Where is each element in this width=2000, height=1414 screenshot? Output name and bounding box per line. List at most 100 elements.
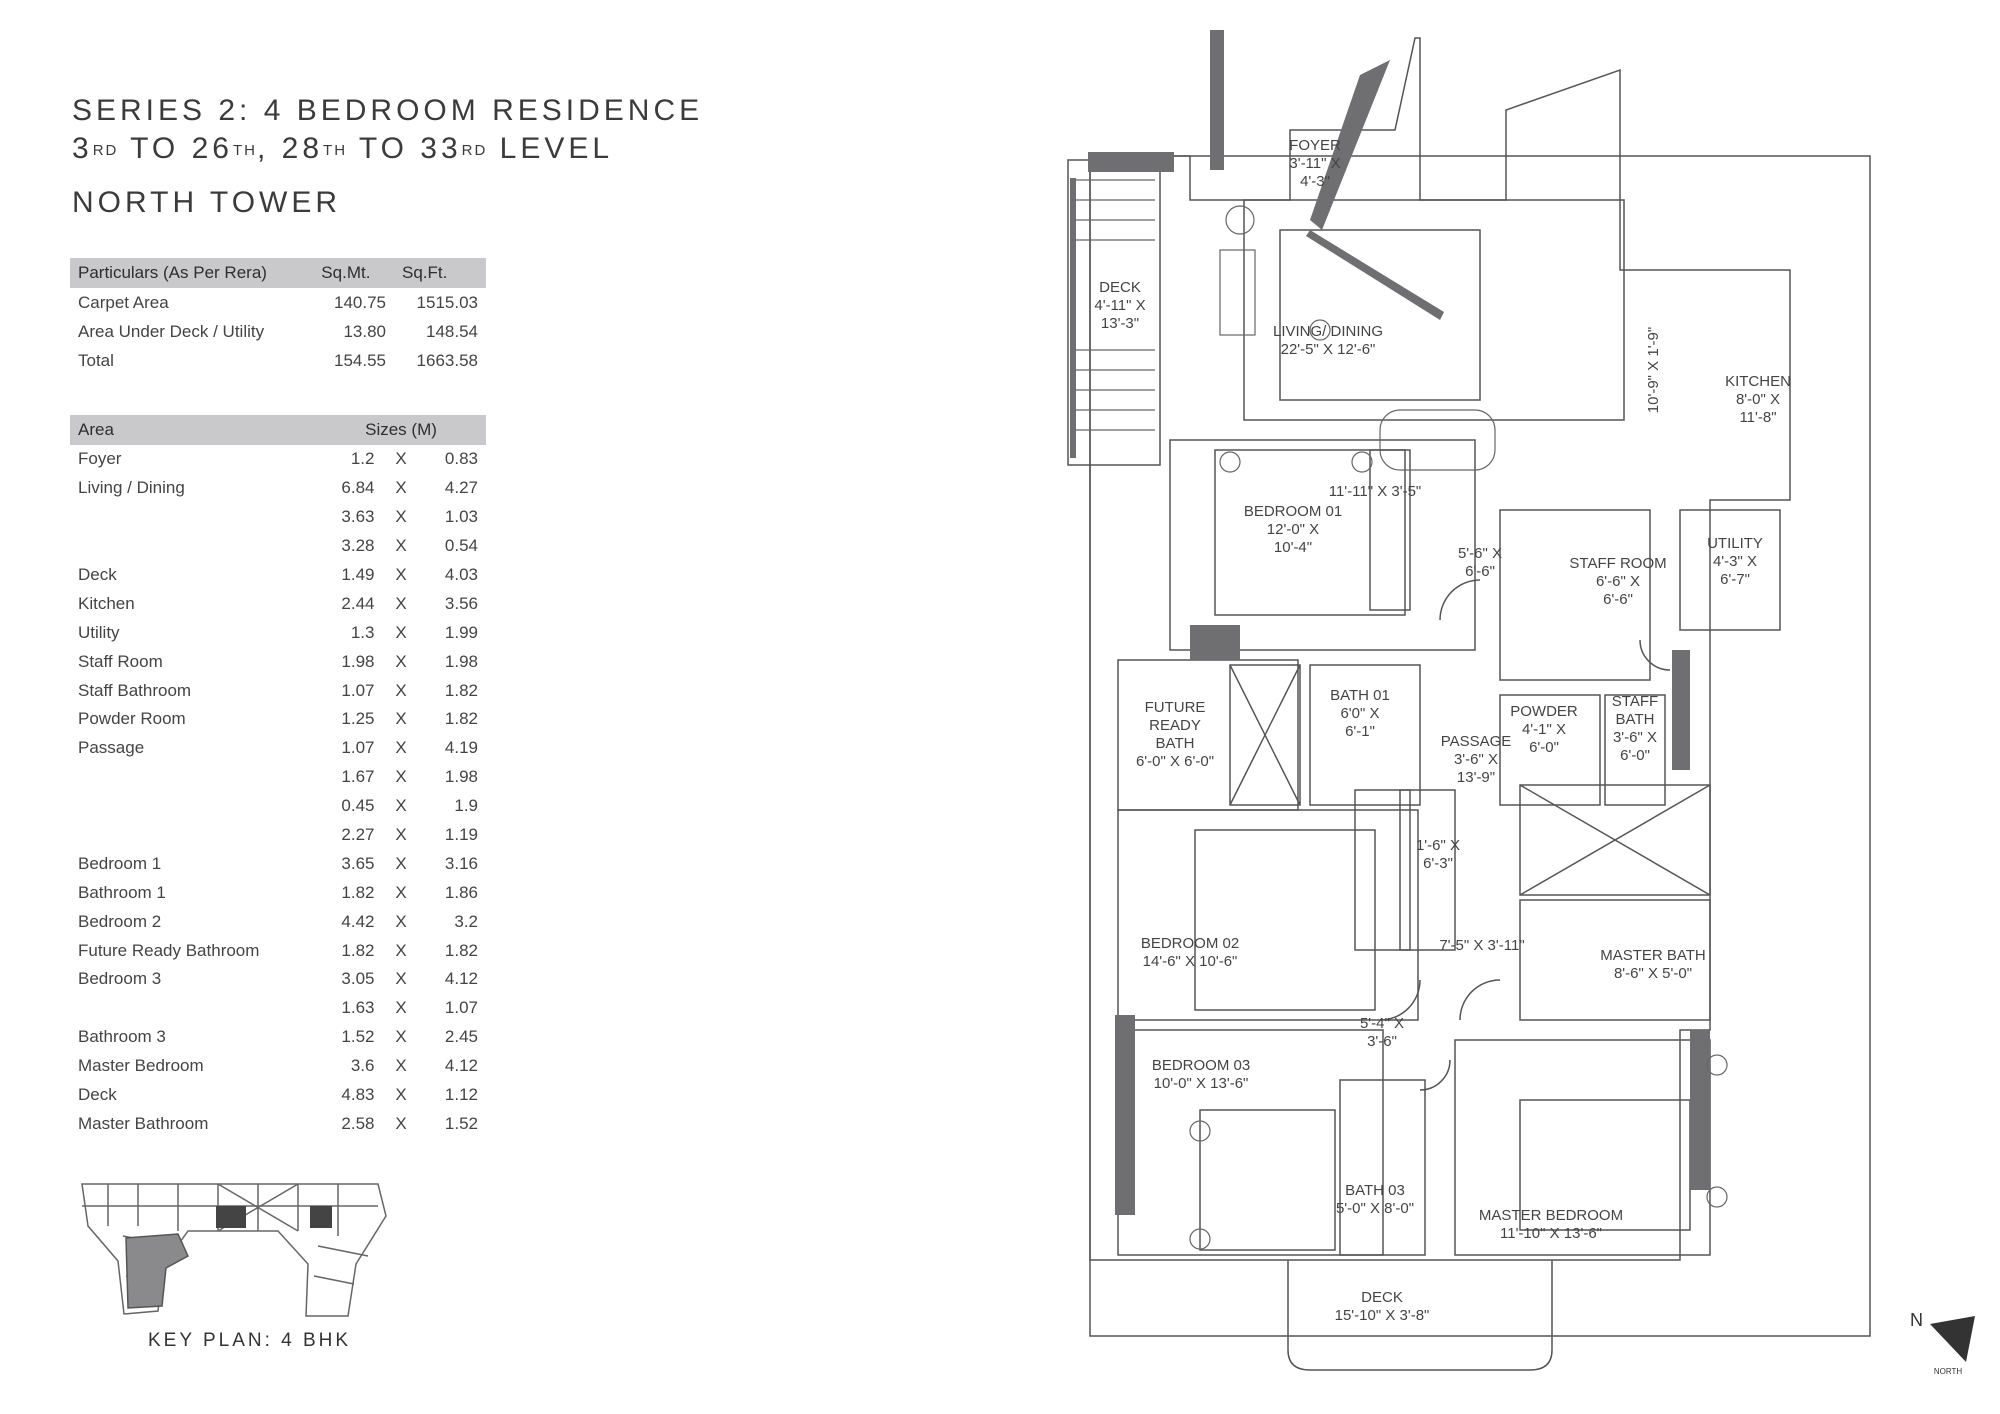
particulars-table: Particulars (As Per Rera) Sq.Mt. Sq.Ft. …	[70, 258, 486, 375]
table-cell-dim-a: 3.28	[341, 536, 375, 556]
table-cell-dim-a: 2.58	[341, 1113, 375, 1133]
room-label-passage: 3'-6" X	[1454, 751, 1498, 768]
table-cell-dim-b: 2.45	[444, 1027, 478, 1047]
page-header: SERIES 2: 4 BEDROOM RESIDENCE 3RD TO 26T…	[72, 92, 703, 222]
table-cell-area	[70, 994, 316, 1023]
table-cell-sqmt: 154.55	[334, 350, 387, 370]
table-cell-sqmt: 13.80	[343, 321, 387, 341]
room-label-living: LIVING/ DINING	[1273, 323, 1383, 340]
room-label-staff-room: 6'-6"	[1603, 591, 1633, 608]
table-cell-dim-a: 1.25	[341, 709, 375, 729]
table-cell-dim-a: 1.63	[341, 998, 375, 1018]
room-label-passage: PASSAGE	[1441, 733, 1512, 750]
room-label-deck-left: DECK	[1099, 279, 1141, 296]
room-label-kitchen: KITCHEN	[1725, 373, 1791, 390]
room-label-passage-small: 6'-6"	[1465, 563, 1495, 580]
table-cell-sep: X	[395, 1056, 407, 1076]
table-cell-dim-b: 0.54	[444, 536, 478, 556]
table-cell-dim-a: 4.42	[341, 911, 375, 931]
table-cell-sep: X	[395, 796, 407, 816]
table-cell-area	[70, 532, 316, 561]
table-cell-sep: X	[395, 680, 407, 700]
table-cell-dim-a: 4.83	[341, 1085, 375, 1105]
table-cell-dim-a: 1.2	[350, 449, 375, 469]
room-label-staff-bath: 3'-6" X	[1613, 729, 1657, 746]
room-label-master-bedroom: 11'-10" X 13'-6"	[1500, 1225, 1602, 1242]
table-cell-sqft: 1663.58	[416, 350, 478, 370]
table-cell-sqft: 148.54	[426, 321, 478, 341]
table-cell-dim-b: 1.99	[444, 622, 478, 642]
column-header: Sizes (M)	[316, 415, 486, 445]
room-label-kitchen: 11'-8"	[1739, 409, 1776, 426]
room-label-passage: 13'-9"	[1457, 769, 1495, 786]
table-cell-sep: X	[395, 622, 407, 642]
table-cell-dim-b: 4.12	[444, 1056, 478, 1076]
room-label-passage2: 7'-5" X 3'-11"	[1439, 937, 1524, 954]
room-label-bath01: BATH 01	[1330, 687, 1390, 704]
table-cell-sep: X	[395, 593, 407, 613]
column-header: Sq.Mt.	[313, 258, 395, 288]
table-cell-dim-a: 1.52	[341, 1027, 375, 1047]
room-label-living: 22'-5" X 12'-6"	[1281, 341, 1376, 358]
table-cell-sep: X	[395, 825, 407, 845]
room-label-staff-bath: 6'-0"	[1620, 747, 1650, 764]
room-label-master-bath: MASTER BATH	[1600, 947, 1706, 964]
table-cell-area	[70, 821, 316, 850]
table-cell-dim-b: 1.19	[444, 825, 478, 845]
key-plan-caption: KEY PLAN: 4 BHK	[148, 1330, 352, 1351]
room-label-passage3: 3'-6"	[1367, 1033, 1397, 1050]
table-row: Carpet Area 140.75 1515.03	[70, 288, 486, 317]
table-cell-label: Carpet Area	[78, 292, 169, 312]
table-cell-sep: X	[395, 911, 407, 931]
levels-title: 3RD TO 26TH, 28TH TO 33RD LEVEL	[72, 132, 614, 165]
room-label-staff-room: STAFF ROOM	[1569, 555, 1666, 572]
table-cell-area	[70, 792, 316, 821]
room-label-passage3: 5'-4" X	[1360, 1015, 1404, 1032]
room-label-future-bath: READY	[1149, 717, 1201, 734]
table-cell-dim-a: 3.6	[350, 1056, 375, 1076]
table-cell-area: Living / Dining	[78, 478, 185, 498]
table-row: Master Bedroom 3.6 X 4.12	[70, 1052, 486, 1081]
table-cell-sep: X	[395, 449, 407, 469]
table-cell-sep: X	[395, 1027, 407, 1047]
table-cell-area: Utility	[78, 622, 120, 642]
table-cell-dim-b: 1.98	[444, 651, 478, 671]
table-cell-sep: X	[395, 853, 407, 873]
table-cell-area: Deck	[78, 565, 117, 584]
table-cell-dim-a: 1.98	[341, 651, 375, 671]
room-label-future-bath: BATH	[1156, 735, 1195, 752]
column-header: Area	[70, 415, 316, 445]
table-cell-sep: X	[395, 507, 407, 527]
table-cell-dim-a: 3.63	[341, 507, 375, 527]
table-cell-dim-a: 1.07	[341, 738, 375, 758]
table-row: Bedroom 2 4.42 X 3.2	[70, 907, 486, 936]
table-cell-dim-b: 3.2	[454, 911, 478, 931]
table-cell-area: Master Bedroom	[78, 1056, 204, 1076]
table-cell-area: Bedroom 2	[78, 911, 162, 931]
table-cell-dim-a: 1.82	[341, 940, 375, 960]
room-label-bedroom01: 12'-0" X	[1267, 521, 1319, 538]
table-cell-sqft: 1515.03	[416, 292, 478, 312]
room-label-deck-left: 13'-3"	[1101, 315, 1139, 332]
room-label-utility: UTILITY	[1707, 535, 1763, 552]
room-label-bath01: 6'0" X	[1340, 705, 1379, 722]
room-label-dining-dim: 11'-11" X 3'-5"	[1329, 483, 1422, 500]
table-cell-sqmt: 140.75	[334, 292, 387, 312]
room-label-bedroom03: BEDROOM 03	[1152, 1057, 1250, 1074]
table-cell-dim-b: 1.03	[444, 507, 478, 527]
